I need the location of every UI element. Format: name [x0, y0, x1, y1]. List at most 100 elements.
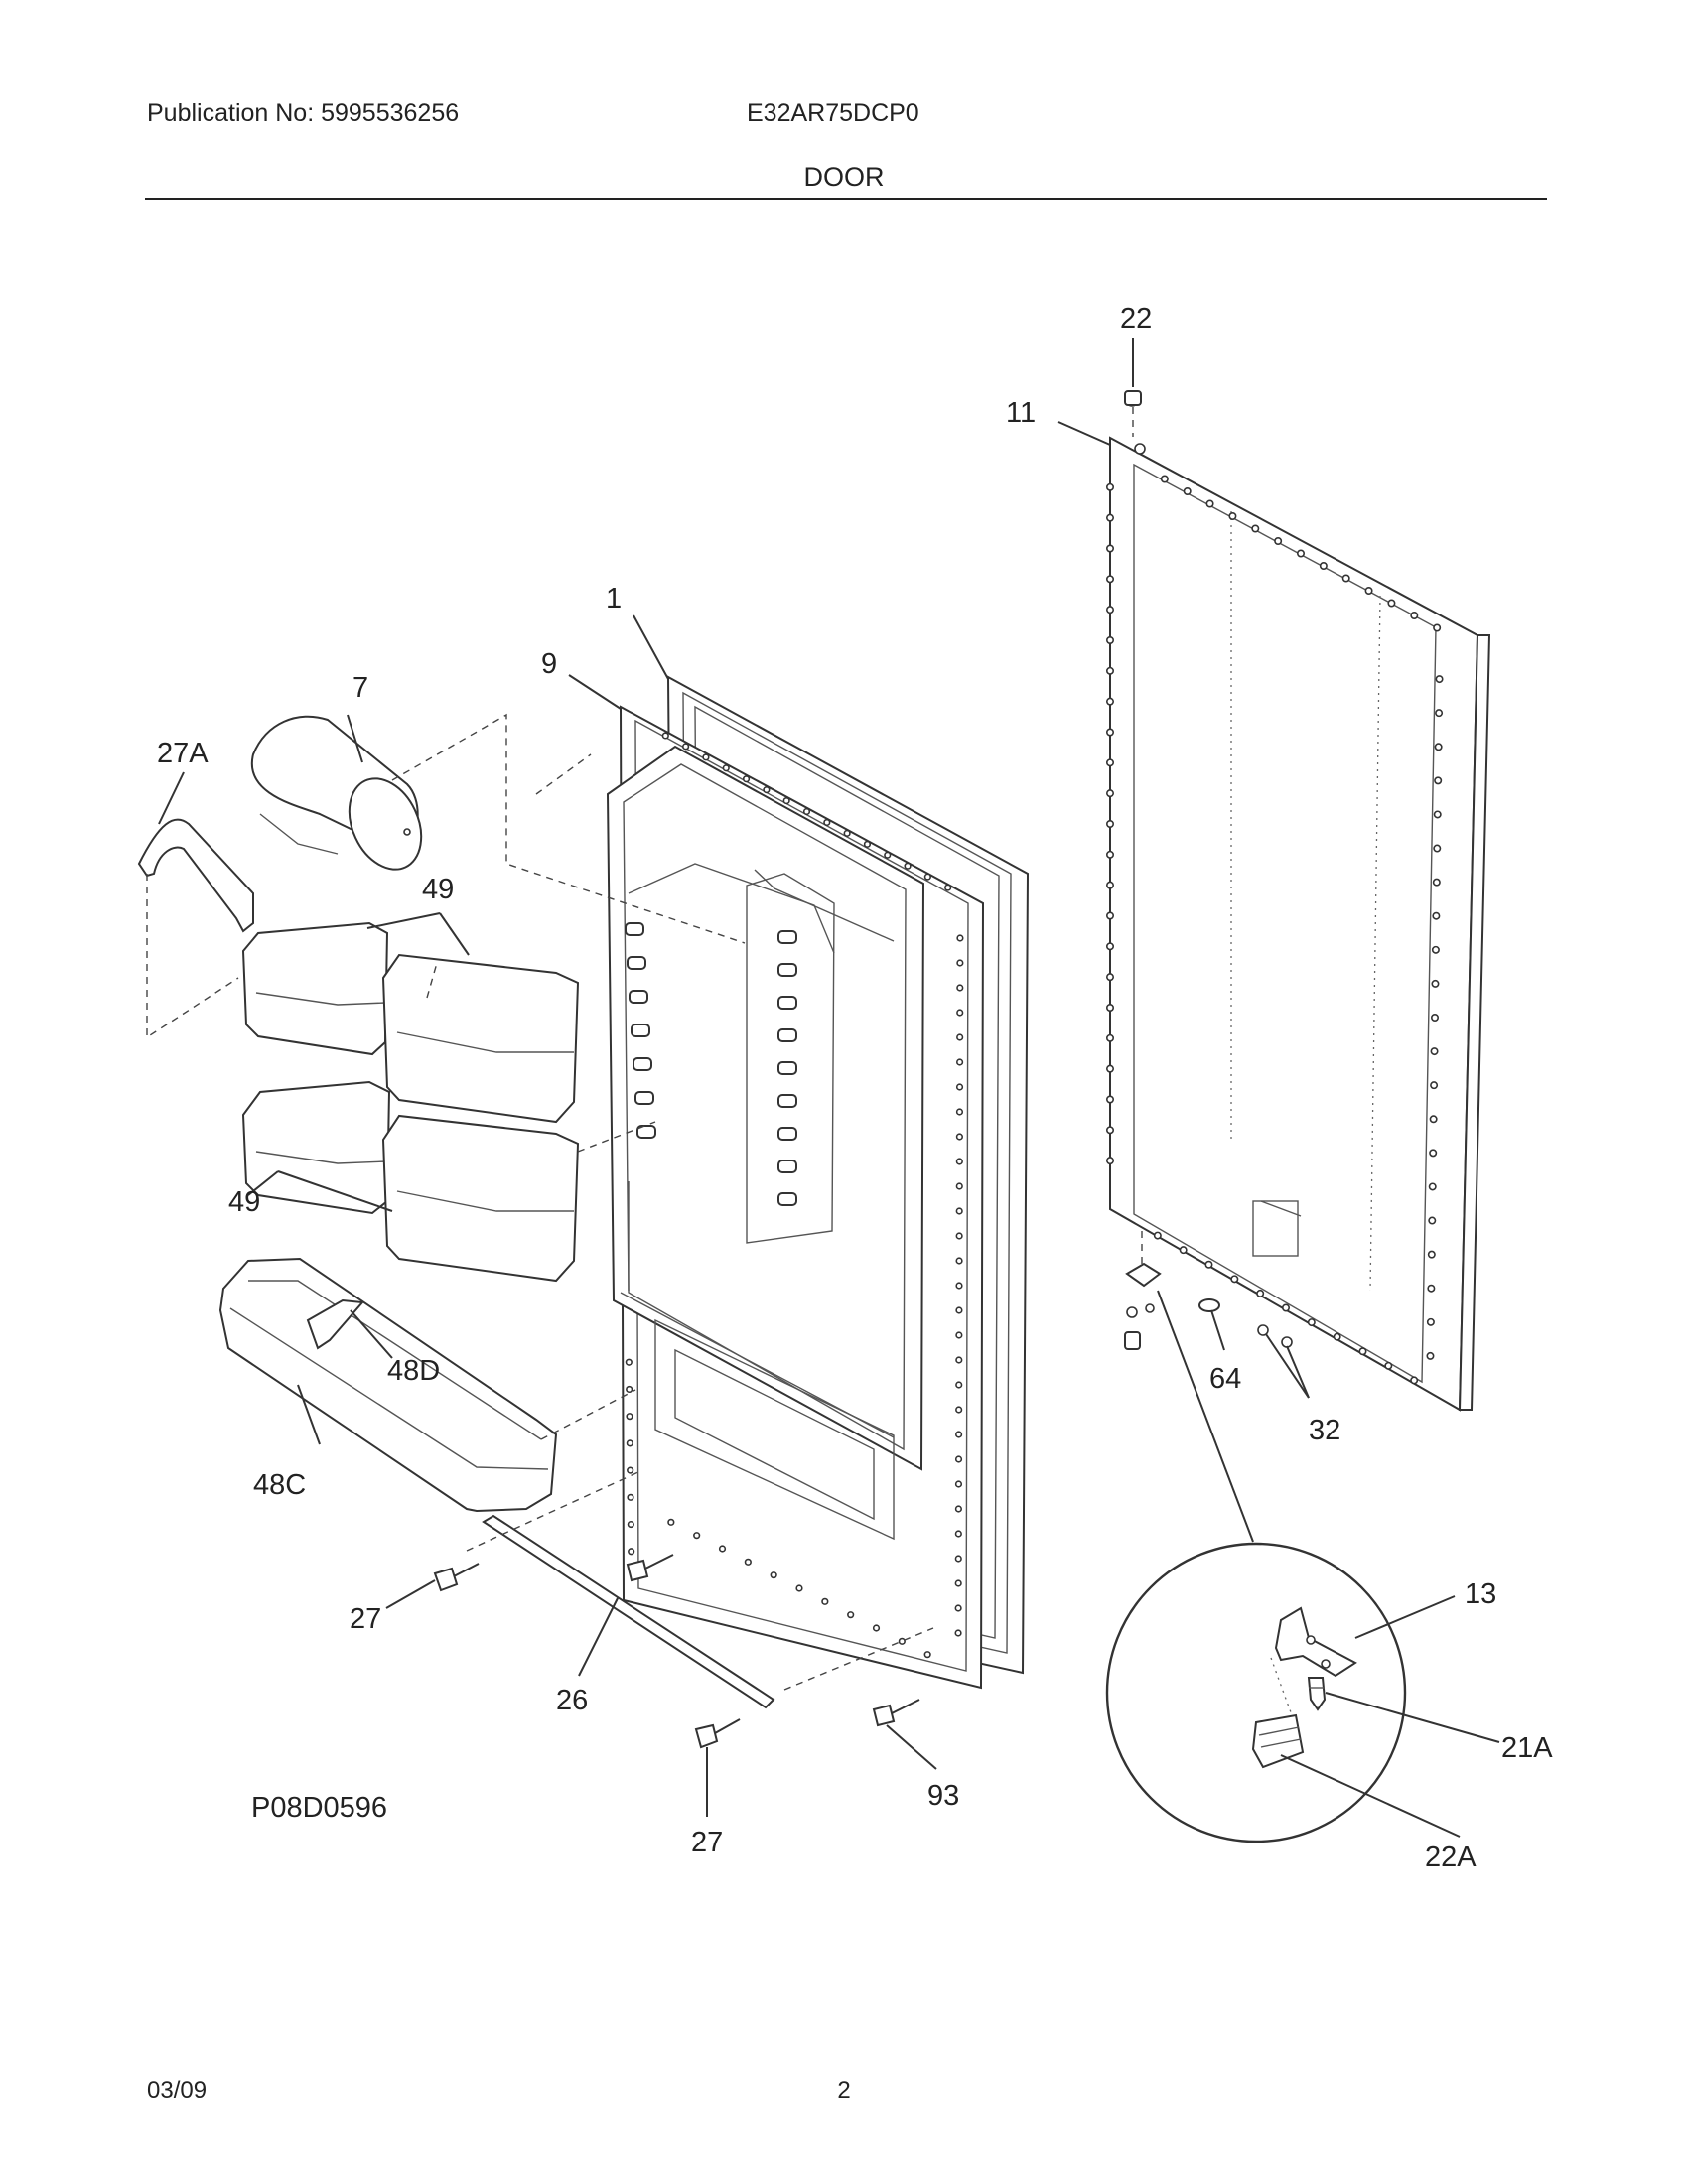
- panel-hole: [1230, 1275, 1239, 1284]
- callout-27-bottom: 27: [691, 1827, 723, 1858]
- liner-hole: [955, 1306, 963, 1314]
- liner-hole: [763, 786, 771, 794]
- panel-hole: [1358, 1347, 1367, 1356]
- bin-support-peg: [777, 1160, 797, 1173]
- liner-hole: [722, 764, 730, 772]
- inner-door-liner: [606, 745, 925, 1541]
- panel-hole: [1431, 1013, 1440, 1022]
- liner-hole: [923, 873, 931, 881]
- panel-hole: [1282, 1303, 1291, 1312]
- callout-7: 7: [352, 672, 368, 704]
- section-title: DOOR: [803, 162, 885, 192]
- callout-27-left: 27: [350, 1603, 381, 1635]
- panel-hole: [1428, 1216, 1437, 1225]
- panel-hole: [1430, 1047, 1439, 1056]
- panel-hole: [1429, 1149, 1438, 1158]
- callout-13: 13: [1465, 1578, 1496, 1610]
- liner-hole: [823, 818, 831, 827]
- panel-hole: [1429, 1115, 1438, 1124]
- callout-49-bottom: 49: [228, 1186, 260, 1218]
- callout-26: 26: [556, 1685, 588, 1716]
- panel-hole: [1106, 850, 1115, 859]
- panel-hole: [1106, 1157, 1115, 1165]
- panel-hole: [1106, 881, 1115, 889]
- liner-hole: [744, 1558, 752, 1566]
- panel-hole: [1427, 1250, 1436, 1259]
- liner-hole: [795, 1584, 803, 1592]
- liner-hole: [955, 1282, 963, 1290]
- liner-hole: [682, 743, 690, 751]
- door-bins-part-49: [241, 753, 656, 1283]
- panel-hole: [1434, 743, 1443, 751]
- bin-support-peg: [633, 1057, 652, 1071]
- drawing-number: P08D0596: [251, 1792, 388, 1824]
- header-rule: [145, 198, 1547, 200]
- liner-hole: [956, 934, 964, 942]
- panel-hole: [1364, 586, 1373, 595]
- publication-number: Publication No: 5995536256: [147, 99, 460, 127]
- liner-hole: [693, 1532, 701, 1540]
- callout-21A: 21A: [1501, 1732, 1553, 1764]
- panel-hole: [1106, 1003, 1115, 1012]
- panel-hole: [1106, 1126, 1115, 1135]
- panel-hole: [1106, 666, 1115, 675]
- liner-hole: [843, 829, 851, 837]
- liner-hole: [955, 1182, 963, 1190]
- liner-hole: [821, 1597, 829, 1605]
- panel-hole: [1297, 549, 1306, 558]
- panel-hole: [1333, 1332, 1341, 1341]
- bin-support-peg: [777, 1192, 797, 1206]
- bin-support-peg: [627, 956, 646, 970]
- panel-hole: [1410, 1376, 1419, 1385]
- panel-hole: [1106, 544, 1115, 553]
- panel-hole: [1106, 728, 1115, 737]
- liner-hole: [626, 1439, 633, 1447]
- liner-bin-supports: [625, 922, 797, 1206]
- liner-hole: [954, 1629, 962, 1637]
- screw-part-93: [872, 1699, 920, 1727]
- liner-hole: [954, 1455, 963, 1463]
- dairy-door-part-7: [250, 713, 746, 944]
- liner-hole: [626, 1413, 633, 1421]
- bin-support-peg: [777, 1127, 797, 1141]
- panel-hole: [1433, 623, 1442, 632]
- liner-hole: [627, 1520, 634, 1529]
- bin-support-peg: [777, 996, 797, 1010]
- liner-hole: [954, 1480, 963, 1488]
- liner-hole: [955, 1257, 963, 1265]
- liner-hole: [954, 1604, 962, 1612]
- callout-11: 11: [1006, 397, 1036, 429]
- liner-hole: [944, 884, 952, 891]
- callout-9: 9: [541, 648, 557, 680]
- liner-hole: [863, 840, 872, 848]
- liner-hole: [802, 807, 811, 816]
- liner-hole: [884, 851, 892, 859]
- callout-93: 93: [927, 1780, 959, 1812]
- panel-hole: [1106, 606, 1115, 614]
- panel-hole: [1106, 1095, 1115, 1104]
- liner-hole: [904, 862, 912, 870]
- panel-hole: [1410, 611, 1419, 619]
- panel-hole: [1307, 1318, 1316, 1327]
- panel-hole: [1426, 1351, 1435, 1360]
- bin-support-peg: [777, 1028, 797, 1042]
- bin-support-peg: [777, 1094, 797, 1108]
- callout-22A: 22A: [1425, 1842, 1477, 1873]
- liner-hole: [702, 753, 710, 761]
- liner-hole: [847, 1611, 855, 1619]
- leader-lines: [158, 338, 1500, 1838]
- liner-hole: [782, 796, 790, 805]
- liner-hole: [718, 1545, 727, 1553]
- panel-hole: [1160, 475, 1169, 483]
- panel-hole: [1106, 1033, 1115, 1042]
- page-number: 2: [837, 2077, 851, 2104]
- panel-hole: [1428, 1182, 1437, 1191]
- panel-hole: [1433, 844, 1442, 853]
- callout-22: 22: [1120, 303, 1152, 335]
- bin-support-peg: [636, 1125, 656, 1139]
- panel-hole: [1319, 561, 1328, 570]
- liner-hole: [627, 1493, 634, 1501]
- liner-hole: [955, 1356, 963, 1364]
- panel-hole: [1106, 513, 1115, 522]
- bin-support-peg: [631, 1024, 650, 1037]
